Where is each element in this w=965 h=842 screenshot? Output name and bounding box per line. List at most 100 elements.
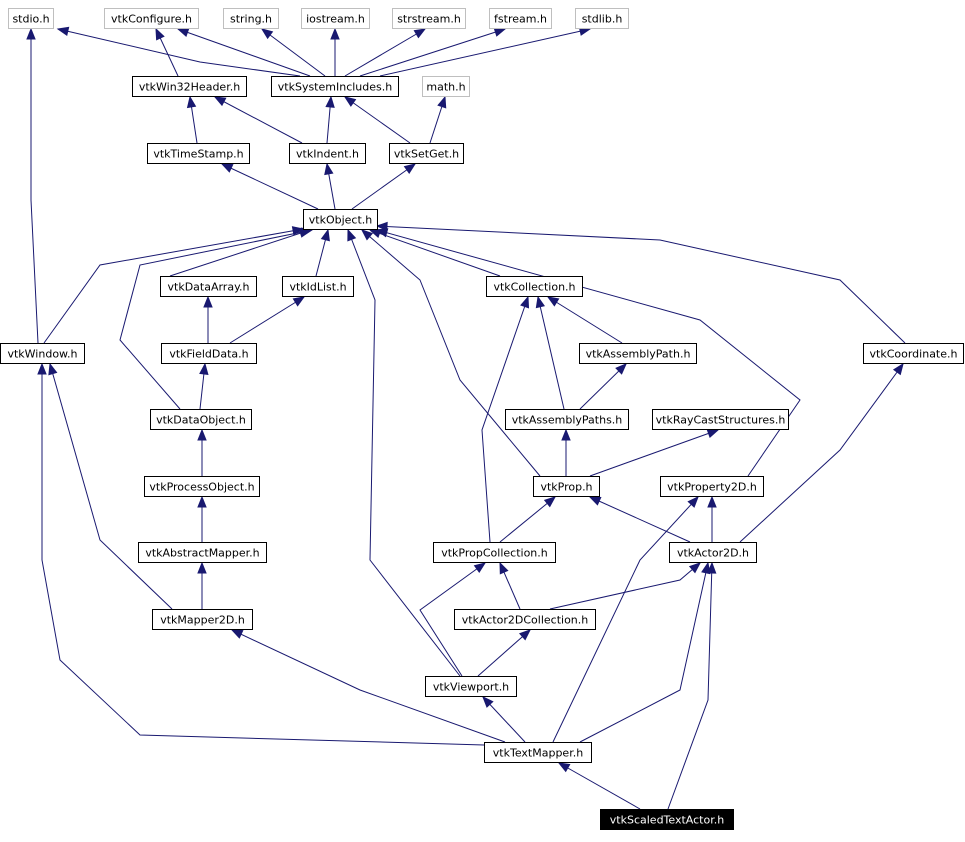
node-label: vtkScaledTextActor.h — [610, 814, 724, 827]
node-label: math.h — [426, 81, 465, 94]
arrowhead — [707, 495, 717, 508]
node-box — [144, 476, 260, 497]
node-vtk-data-object-h[interactable]: vtkDataObject.h — [150, 409, 252, 430]
node-vtk-prop-collection-h[interactable]: vtkPropCollection.h — [433, 542, 556, 563]
arrowhead — [375, 228, 389, 238]
node-vtk-collection-h[interactable]: vtkCollection.h — [486, 276, 583, 297]
arrowhead — [37, 362, 47, 375]
node-vtk-system-includes-h[interactable]: vtkSystemIncludes.h — [271, 76, 399, 97]
edge-line — [419, 562, 486, 677]
node-math-h[interactable]: math.h — [422, 76, 470, 97]
node-box — [152, 609, 253, 630]
edge-line — [481, 296, 529, 543]
arrowhead — [493, 27, 507, 37]
edge-line — [359, 28, 506, 77]
edge-line — [41, 364, 485, 746]
node-label: vtkRayCastStructures.h — [656, 414, 786, 427]
node-vtk-data-array-h[interactable]: vtkDataArray.h — [160, 276, 257, 297]
node-vtk-field-data-h[interactable]: vtkFieldData.h — [161, 343, 257, 364]
node-vtk-id-list-h[interactable]: vtkIdList.h — [282, 276, 354, 297]
node-vtk-object-h[interactable]: vtkObject.h — [303, 209, 378, 230]
node-label: vtkWin32Header.h — [139, 81, 240, 94]
node-vtk-scaled-text-actor-h[interactable]: vtkScaledTextActor.h — [600, 809, 734, 830]
edge-vtk-actor2-d-to-vtk-prop — [588, 496, 691, 543]
arrowhead — [203, 295, 213, 308]
node-label: vtkCoordinate.h — [870, 348, 958, 361]
node-box — [392, 8, 466, 29]
arrowhead — [325, 95, 335, 108]
edge-line — [231, 629, 506, 743]
node-vtk-prop-h[interactable]: vtkProp.h — [533, 476, 600, 497]
node-vtk-time-stamp-h[interactable]: vtkTimeStamp.h — [147, 143, 250, 164]
edge-vtk-property2-d-to-vtk-object — [375, 228, 801, 477]
arrowhead — [291, 226, 305, 236]
node-vtk-actor2-d-h[interactable]: vtkActor2D.h — [669, 542, 757, 563]
node-vtk-coordinate-h[interactable]: vtkCoordinate.h — [863, 343, 964, 364]
node-vtk-process-object-h[interactable]: vtkProcessObject.h — [144, 476, 260, 497]
arrowhead — [437, 95, 447, 109]
node-vtk-abstract-mapper-h[interactable]: vtkAbstractMapper.h — [138, 542, 267, 563]
node-vtk-set-get-h[interactable]: vtkSetGet.h — [389, 143, 464, 164]
edge-line — [361, 229, 541, 477]
node-label: vtkWindow.h — [7, 348, 77, 361]
arrowhead — [403, 163, 417, 174]
arrowhead — [155, 27, 165, 41]
node-label: vtkTimeStamp.h — [153, 148, 243, 161]
node-vtk-ray-cast-structures-h[interactable]: vtkRayCastStructures.h — [652, 409, 789, 430]
node-vtk-window-h[interactable]: vtkWindow.h — [0, 343, 85, 364]
node-vtk-indent-h[interactable]: vtkIndent.h — [289, 143, 366, 164]
edge-vtk-field-data-to-vtk-id-list — [229, 296, 306, 344]
node-fstream-h[interactable]: fstream.h — [489, 8, 552, 29]
node-box — [104, 8, 199, 29]
node-label: vtkMapper2D.h — [160, 614, 245, 627]
arrowhead — [260, 28, 274, 40]
arrowhead — [343, 96, 357, 107]
edge-line — [558, 762, 641, 810]
node-box — [0, 343, 85, 364]
arrowhead — [56, 26, 70, 36]
edge-vtk-text-mapper-to-vtk-mapper2-d — [230, 629, 506, 743]
node-vtk-property2-d-h[interactable]: vtkProperty2D.h — [660, 476, 764, 497]
node-label: vtkAbstractMapper.h — [145, 547, 259, 560]
node-box — [454, 609, 596, 630]
node-box — [652, 409, 789, 430]
arrowhead — [220, 163, 234, 173]
edge-line — [549, 562, 701, 610]
edge-vtk-text-mapper-to-vtk-actor2-d — [579, 561, 711, 743]
node-iostream-h[interactable]: iostream.h — [301, 8, 370, 29]
edge-vtk-set-get-to-vtk-system-includes — [343, 96, 411, 144]
edge-line — [589, 496, 691, 543]
edge-vtk-actor2-d-to-vtk-coordinate — [739, 362, 904, 543]
edge-line — [537, 296, 565, 410]
node-stdlib-h[interactable]: stdlib.h — [575, 8, 629, 29]
node-box — [575, 8, 629, 29]
edge-vtk-text-mapper-to-vtk-window — [37, 362, 485, 746]
edge-vtk-assembly-paths-to-vtk-collection — [535, 295, 565, 410]
edge-vtk-text-mapper-to-vtk-viewport — [482, 696, 526, 743]
node-vtk-assembly-path-h[interactable]: vtkAssemblyPath.h — [579, 343, 697, 364]
node-box — [303, 209, 378, 230]
edge-vtk-system-includes-to-stdio — [56, 26, 301, 77]
node-box — [301, 8, 370, 29]
edge-vtk-prop-collection-to-vtk-collection — [481, 295, 530, 543]
node-label: vtkProp.h — [540, 481, 592, 494]
node-vtk-configure-h[interactable]: vtkConfigure.h — [104, 8, 199, 29]
node-box — [484, 742, 592, 763]
edge-line — [579, 562, 709, 743]
node-vtk-assembly-paths-h[interactable]: vtkAssemblyPaths.h — [505, 409, 629, 430]
edge-line — [499, 496, 556, 543]
node-vtk-mapper2-d-h[interactable]: vtkMapper2D.h — [152, 609, 253, 630]
node-string-h[interactable]: string.h — [223, 8, 279, 29]
node-vtk-actor2-dcollection-h[interactable]: vtkActor2DCollection.h — [454, 609, 596, 630]
node-vtk-viewport-h[interactable]: vtkViewport.h — [425, 676, 517, 697]
edge-vtk-viewport-to-vtk-prop-collection — [419, 562, 487, 677]
node-box — [486, 276, 583, 297]
node-stdio-h[interactable]: stdio.h — [8, 8, 54, 29]
arrowhead — [688, 562, 702, 574]
node-vtk-text-mapper-h[interactable]: vtkTextMapper.h — [484, 742, 592, 763]
node-box — [422, 76, 470, 97]
node-strstream-h[interactable]: strstream.h — [392, 8, 466, 29]
graph-nodes: stdio.h vtkConfigure.h string.h iostream.h s… — [0, 8, 964, 830]
edge-vtk-object-to-vtk-time-stamp — [220, 163, 319, 210]
node-vtk-win32-header-h[interactable]: vtkWin32Header.h — [132, 76, 247, 97]
